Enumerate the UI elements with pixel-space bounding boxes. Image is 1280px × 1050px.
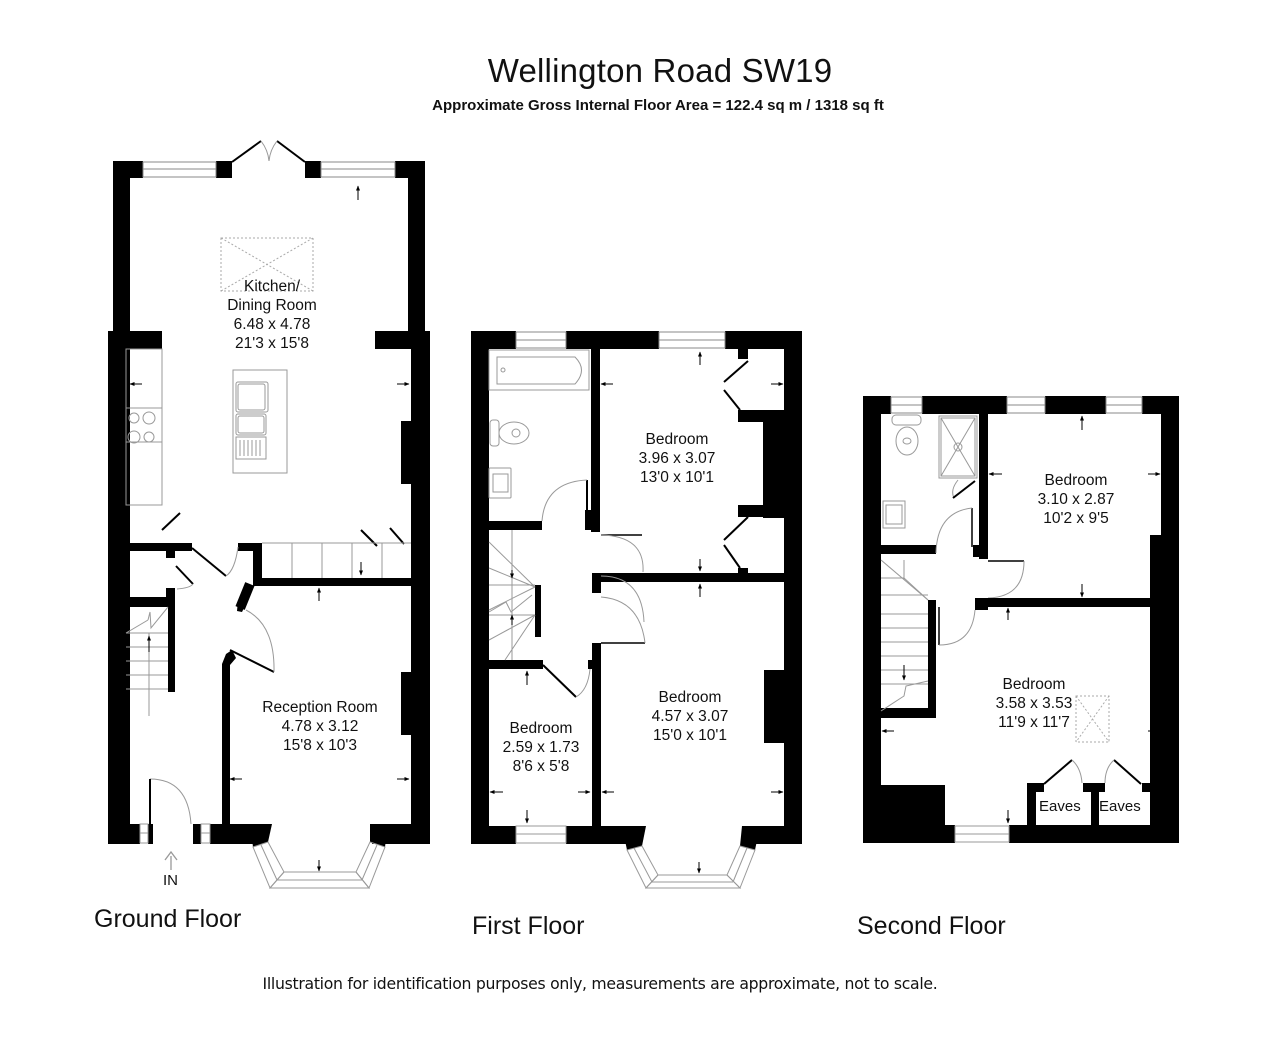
room-name: Bedroom xyxy=(645,431,709,448)
ground-floor-plan xyxy=(108,140,430,889)
room-imperial-dimensions: 8'6 x 5'8 xyxy=(512,758,570,775)
room-name-line1: Kitchen/ xyxy=(243,278,301,295)
room-metric-dimensions: 3.96 x 3.07 xyxy=(638,450,716,467)
room-label-bedroom-bay-first: Bedroom 4.57 x 3.07 15'0 x 10'1 xyxy=(652,688,729,745)
floor-label-first: First Floor xyxy=(472,912,585,940)
entrance-label: IN xyxy=(163,872,178,889)
room-name-line2: Dining Room xyxy=(227,297,317,314)
room-label-bedroom-small-first: Bedroom 2.59 x 1.73 8'6 x 5'8 xyxy=(503,719,580,776)
eaves-label-right: Eaves xyxy=(1099,798,1141,815)
room-name: Bedroom xyxy=(658,689,722,706)
plan-title: Wellington Road SW19 xyxy=(487,52,833,89)
room-metric-dimensions: 4.57 x 3.07 xyxy=(651,708,729,725)
room-imperial-dimensions: 15'0 x 10'1 xyxy=(652,727,728,744)
room-label-bedroom-rear-second: Bedroom 3.10 x 2.87 10'2 x 9'5 xyxy=(1038,471,1115,528)
room-name: Bedroom xyxy=(1044,472,1108,489)
room-metric-dimensions: 6.48 x 4.78 xyxy=(233,316,311,333)
room-label-bedroom-front-first: Bedroom 3.96 x 3.07 13'0 x 10'1 xyxy=(639,430,716,487)
room-metric-dimensions: 2.59 x 1.73 xyxy=(502,739,580,756)
room-name: Bedroom xyxy=(1002,676,1066,693)
disclaimer-footnote: Illustration for identification purposes… xyxy=(262,974,938,993)
room-label-bedroom-front-second: Bedroom 3.58 x 3.53 11'9 x 11'7 xyxy=(996,675,1073,732)
room-imperial-dimensions: 21'3 x 15'8 xyxy=(234,335,310,352)
room-name: Bedroom xyxy=(509,720,573,737)
room-imperial-dimensions: 10'2 x 9'5 xyxy=(1043,510,1109,527)
room-metric-dimensions: 3.10 x 2.87 xyxy=(1037,491,1115,508)
floor-area-subtitle: Approximate Gross Internal Floor Area = … xyxy=(432,97,884,114)
second-floor-plan xyxy=(863,396,1179,843)
floor-label-ground: Ground Floor xyxy=(94,905,242,933)
first-floor-plan xyxy=(471,331,802,889)
room-metric-dimensions: 4.78 x 3.12 xyxy=(281,718,359,735)
room-imperial-dimensions: 13'0 x 10'1 xyxy=(639,469,715,486)
floor-label-second: Second Floor xyxy=(857,912,1006,940)
room-imperial-dimensions: 15'8 x 10'3 xyxy=(282,737,358,754)
room-label-kitchen-dining: Kitchen/ Dining Room 6.48 x 4.78 21'3 x … xyxy=(227,277,317,353)
room-name: Reception Room xyxy=(262,699,378,716)
room-imperial-dimensions: 11'9 x 11'7 xyxy=(998,714,1070,731)
room-metric-dimensions: 3.58 x 3.53 xyxy=(995,695,1073,712)
room-label-reception: Reception Room 4.78 x 3.12 15'8 x 10'3 xyxy=(262,698,377,755)
eaves-label-left: Eaves xyxy=(1039,798,1081,815)
